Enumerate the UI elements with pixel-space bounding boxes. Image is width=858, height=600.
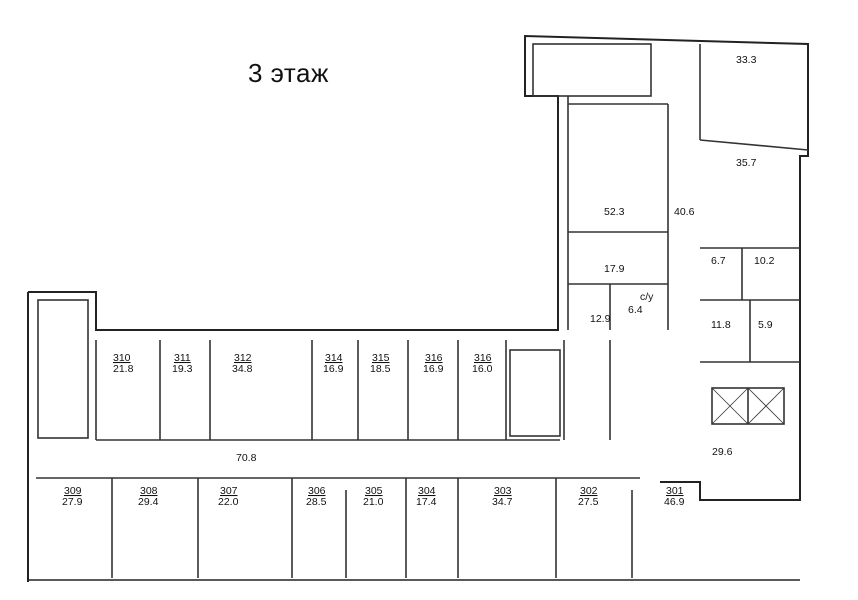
room-number: 301 <box>666 485 684 497</box>
stair-west <box>37 299 89 439</box>
room-area: 28.5 <box>306 496 327 508</box>
room-area: 17.4 <box>416 496 437 508</box>
area-label: 6.7 <box>711 255 726 267</box>
room-number: 305 <box>365 485 383 497</box>
room-number: 307 <box>220 485 238 497</box>
room-number: 302 <box>580 485 598 497</box>
area-label: 11.8 <box>711 319 731 331</box>
area-label: 5.9 <box>758 319 773 331</box>
room-number: 308 <box>140 485 158 497</box>
floor-title: 3 этаж <box>248 58 329 88</box>
room-number: 303 <box>494 485 512 497</box>
room-area: 16.0 <box>472 363 493 375</box>
room-area: 21.0 <box>363 496 384 508</box>
area-label: 10.2 <box>754 255 775 267</box>
room-area: 27.9 <box>62 496 83 508</box>
area-label: 33.3 <box>736 54 757 66</box>
area-label: 29.6 <box>712 446 733 458</box>
area-label: 35.7 <box>736 157 757 169</box>
room-area: 16.9 <box>323 363 344 375</box>
area-label: 17.9 <box>604 263 625 275</box>
area-label: 40.6 <box>674 206 695 218</box>
room-number: 316 <box>474 352 492 364</box>
interior-walls <box>36 43 809 578</box>
room-area: 46.9 <box>664 496 685 508</box>
room-number: 310 <box>113 352 131 364</box>
area-label: 12.9 <box>590 313 611 325</box>
wc-label: с/у <box>640 291 654 303</box>
area-label: 6.4 <box>628 304 643 316</box>
area-label: 52.3 <box>604 206 625 218</box>
room-area: 19.3 <box>172 363 193 375</box>
room-area: 34.8 <box>232 363 253 375</box>
room-number: 304 <box>418 485 436 497</box>
room-area: 16.9 <box>423 363 444 375</box>
room-area: 22.0 <box>218 496 239 508</box>
room-area: 21.8 <box>113 363 134 375</box>
plan-walls <box>27 34 809 582</box>
room-number: 306 <box>308 485 326 497</box>
room-number: 316 <box>425 352 443 364</box>
room-labels: 310 21.8 311 19.3 312 34.8 314 16.9 315 … <box>62 352 685 508</box>
room-area: 27.5 <box>578 496 599 508</box>
stair-central <box>509 349 561 437</box>
area-label: 70.8 <box>236 452 257 464</box>
stair-north <box>532 43 652 97</box>
room-number: 311 <box>174 352 191 364</box>
area-labels: 33.3 35.7 52.3 40.6 17.9 6.7 10.2 12.9 с… <box>236 54 775 464</box>
room-number: 312 <box>234 352 252 364</box>
room-number: 315 <box>372 352 390 364</box>
room-area: 34.7 <box>492 496 513 508</box>
room-number: 309 <box>64 485 82 497</box>
room-area: 29.4 <box>138 496 159 508</box>
outer-wall <box>28 34 809 501</box>
room-area: 18.5 <box>370 363 391 375</box>
room-number: 314 <box>325 352 343 364</box>
